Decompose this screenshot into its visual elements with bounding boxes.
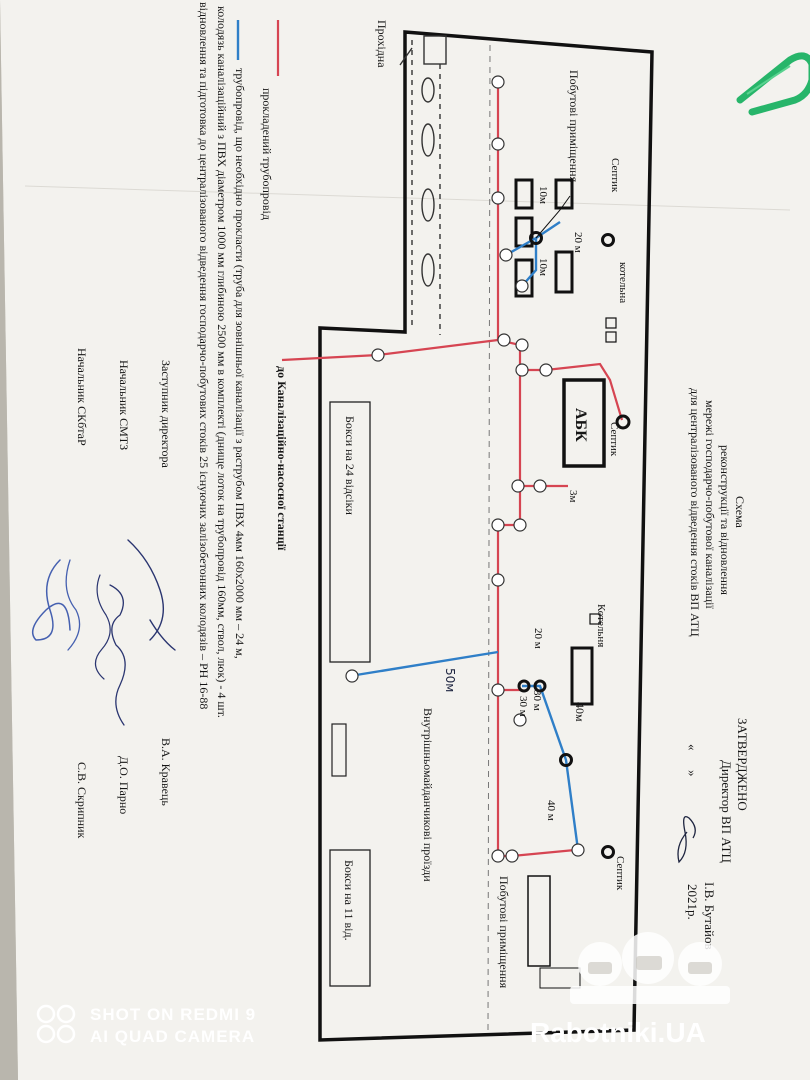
abk-label: АБК (572, 408, 589, 442)
camera-logo-icon (36, 1004, 76, 1044)
approval-director: Директор ВП АТЦ (719, 760, 734, 863)
paper-shadow (0, 0, 18, 1080)
boxes-24 (329, 401, 371, 663)
dim-50m: 50м (443, 668, 457, 692)
label-septic-2: Септик (608, 422, 620, 457)
dim-20m-a: 20 м (572, 232, 584, 253)
legend-line1: трубопровід, що необхідно прокласти (тру… (233, 68, 247, 659)
worker-helmets-faces (588, 956, 712, 974)
sig-role-1: Заступник директора (159, 360, 173, 468)
sig-name-2: Д.О. Парно (117, 756, 131, 814)
boiler-1-boxes (605, 317, 617, 343)
household-annex (539, 967, 581, 989)
title-line3: мережі господарчо-побутової каналізації (703, 400, 717, 609)
boxes-11 (329, 849, 371, 987)
household-rooms-right (527, 875, 551, 967)
new-wells (517, 231, 631, 859)
dim-20m-b: 20 м (532, 628, 544, 649)
wells (345, 75, 585, 863)
handwritten-signatures (31, 539, 176, 726)
small-block (331, 723, 347, 777)
dim-40m-b: 40 м (545, 800, 557, 821)
dim-3m: 3м (567, 490, 579, 503)
title-line2: реконструкції та відновлення (718, 445, 732, 595)
label-septic-1: Септик (609, 158, 621, 193)
shot-on-line2: AI QUAD CAMERA (90, 1027, 255, 1046)
legend-line2: колодязь каналізаційний з ПВХ діаметром … (215, 6, 229, 718)
watermark-text: Rabotniki.UA (530, 1017, 706, 1048)
sig-name-3: С.В. Скрипник (75, 762, 89, 839)
abk-building (562, 378, 606, 468)
boxes-24-label: Бокси на 24 відсіки (343, 416, 357, 516)
approval-block: ЗАТВЕРДЖЕНО (735, 718, 750, 811)
approval-date-open: « (685, 744, 700, 751)
pump-building (570, 646, 594, 706)
legend-line3: відновлення та підготовка до централізов… (197, 2, 211, 709)
paper-clip (736, 52, 810, 116)
shot-on-line1: SHOT ON REDMI 9 (90, 1005, 256, 1024)
title-line4: для централізованого відведення стоків В… (688, 388, 702, 637)
label-septic-3: Септик (614, 856, 626, 891)
dim-30m-b: 30 м (517, 696, 529, 717)
director-signature (677, 815, 696, 864)
label-household-left: Побутові приміщення (567, 70, 581, 183)
label-inner-roads: Внутрішньомайданчикові проїзди (421, 708, 435, 882)
label-boiler-1: котельна (617, 262, 629, 303)
dim-40m-a: 40м (573, 702, 587, 722)
label-household-right: Побутові приміщення (497, 876, 511, 989)
title-line1: Схема (733, 496, 747, 529)
boiler-2-box (589, 613, 601, 625)
dim-10m-a: 10м (537, 186, 549, 204)
sig-role-3: Начальник СКбтаР (75, 348, 89, 446)
sig-role-2: Начальник СМТЗ (117, 360, 131, 450)
legend-laid-pipe: прокладений трубопровід (260, 88, 274, 220)
paper-fold (24, 185, 791, 211)
approval-date-mid: » (685, 770, 700, 777)
site-outline (318, 30, 654, 1042)
dim-30m-a: 30 м (531, 690, 543, 711)
passage-building (399, 35, 447, 335)
dim-10m-b: 10м (537, 258, 549, 276)
approval-heading: ЗАТВЕРДЖЕНО (735, 718, 750, 811)
link-line (535, 195, 571, 239)
approval-name: І.В. Бутайов (702, 882, 717, 950)
approval-year: 2021р. (685, 884, 700, 920)
label-boiler-2: Котельня (595, 604, 607, 647)
label-passage: Прохідна (375, 20, 389, 68)
to-station-label: до Каналізаційно-насосної станції (275, 366, 289, 551)
sig-name-1: В.А. Кравець (159, 738, 173, 806)
boxes-11-label: Бокси на 11 від. (342, 860, 356, 941)
